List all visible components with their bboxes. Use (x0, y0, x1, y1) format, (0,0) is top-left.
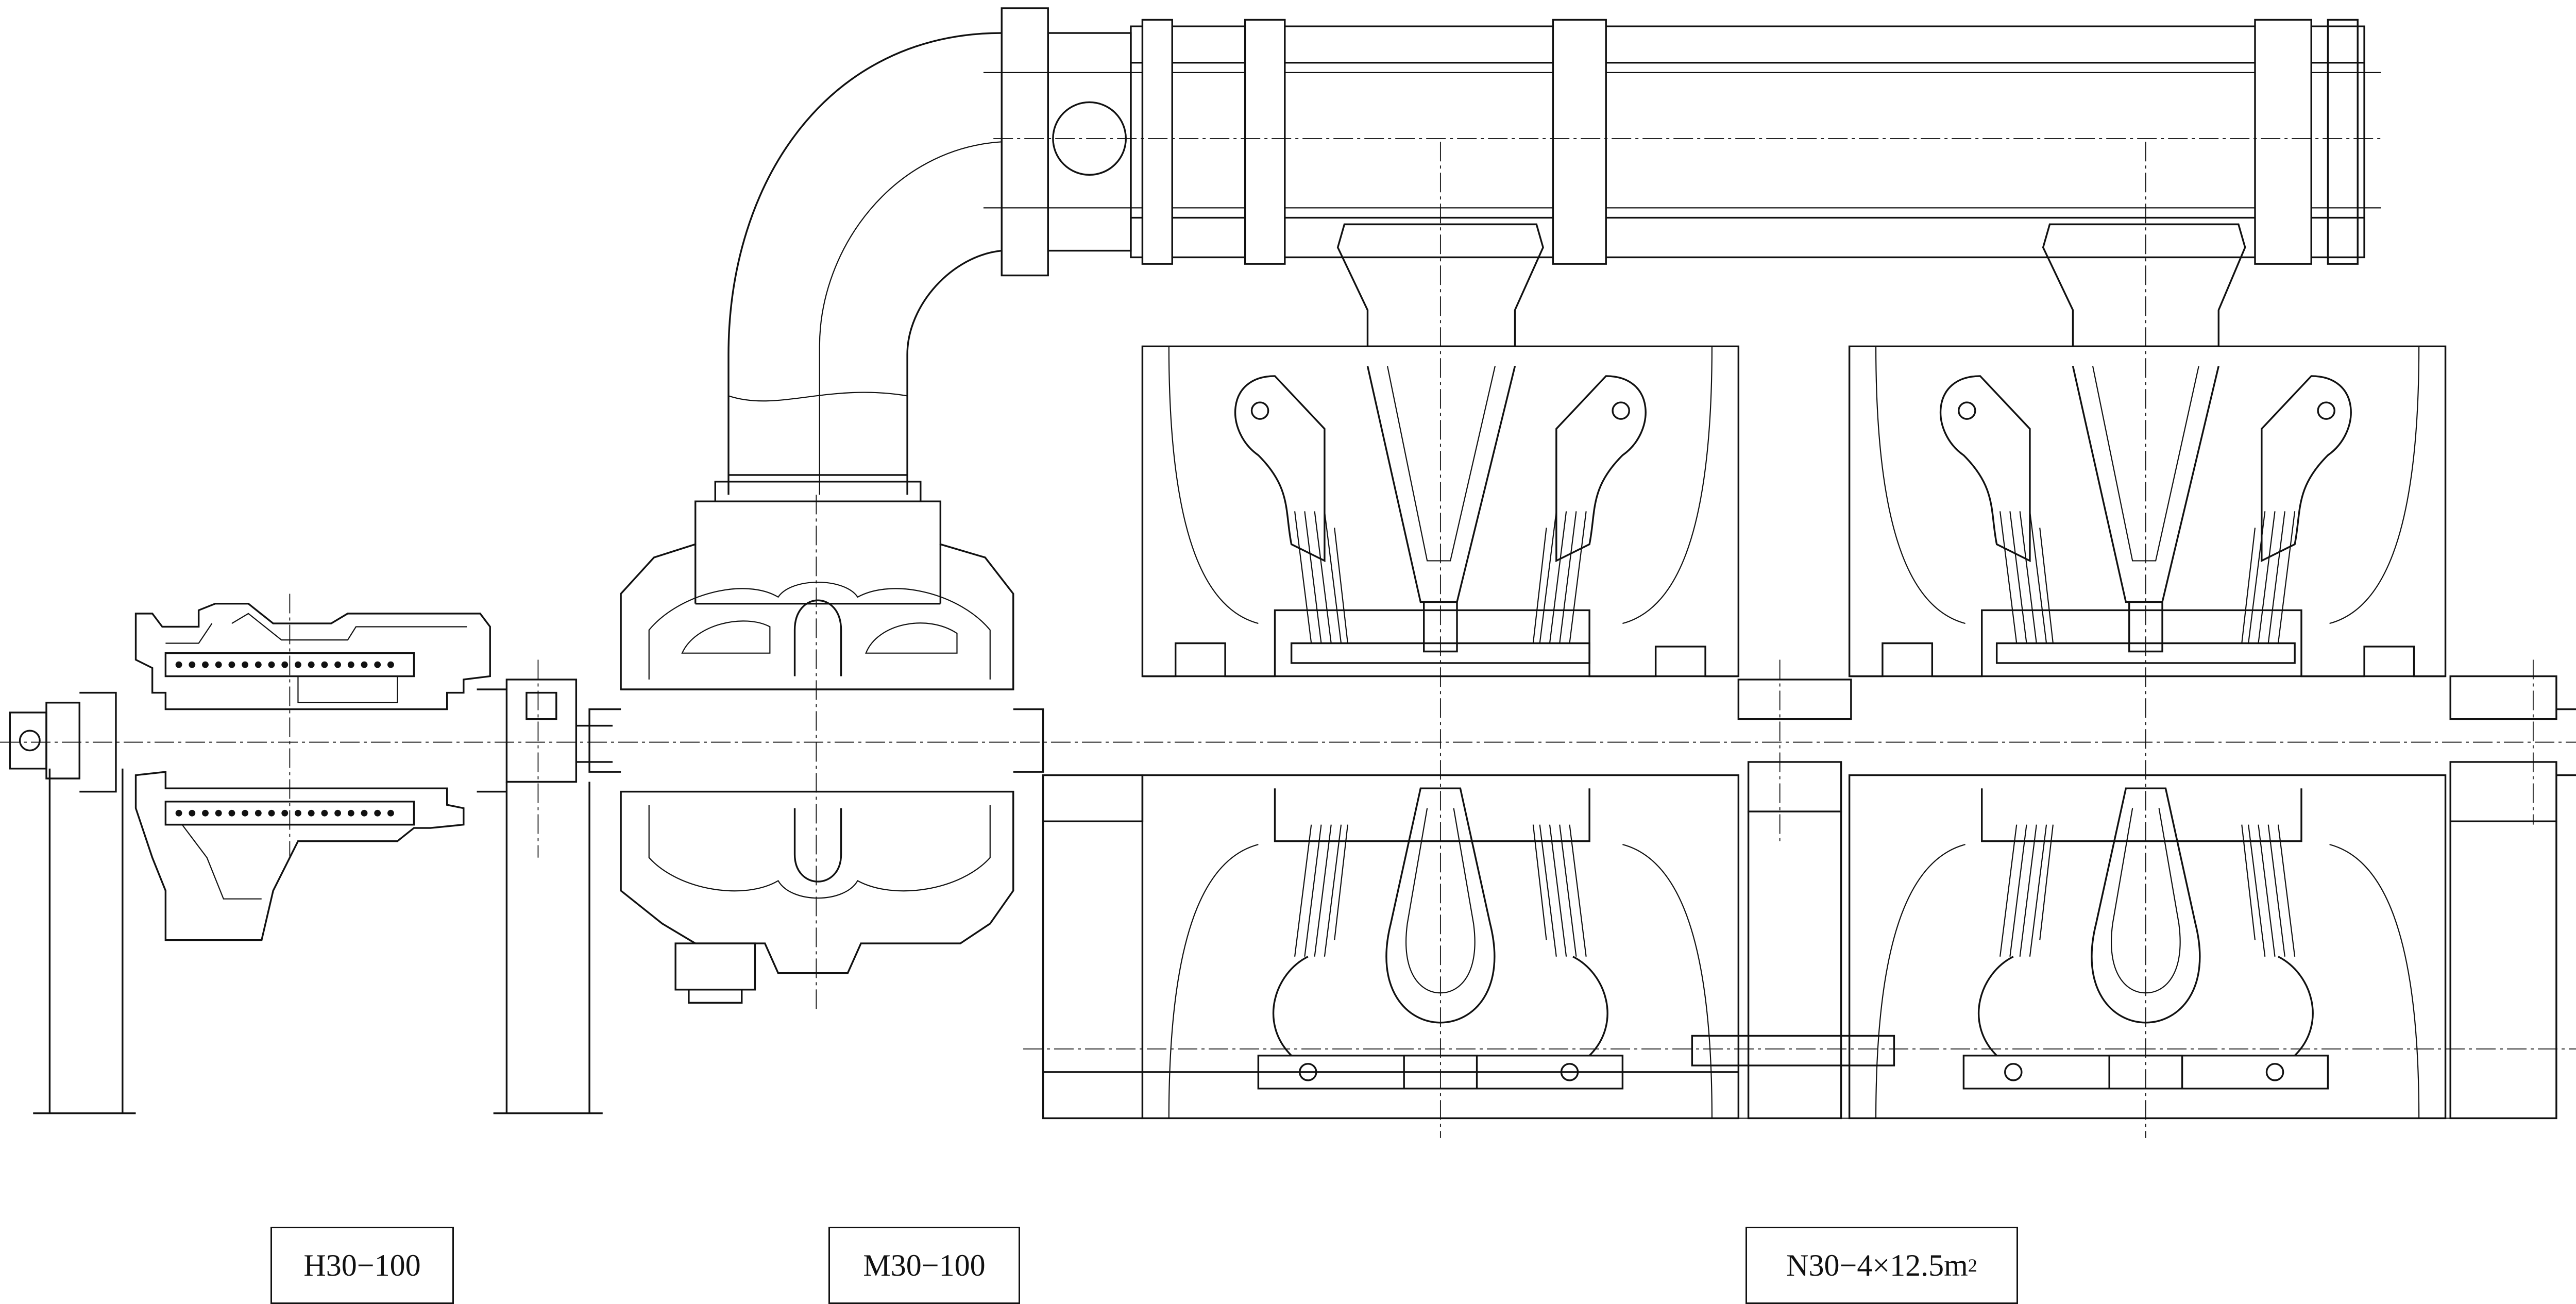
lp-coupling (1692, 660, 1894, 1119)
hp-turbine (10, 594, 613, 1113)
condenser-label-text: N30−4×12.5m (1786, 1248, 1968, 1282)
mp-turbine-label: M30−100 (828, 1227, 1020, 1304)
hp-blade-row (175, 661, 394, 817)
hp-turbine-label-text: H30−100 (303, 1248, 421, 1282)
mp-turbine (589, 33, 1043, 1009)
hp-turbine-label: H30−100 (270, 1227, 454, 1304)
condenser-header (984, 8, 2384, 276)
lp-turbine-1 (1023, 142, 2576, 1138)
lp-turbine-2 (1850, 142, 2576, 1138)
mp-turbine-label-text: M30−100 (863, 1248, 986, 1282)
